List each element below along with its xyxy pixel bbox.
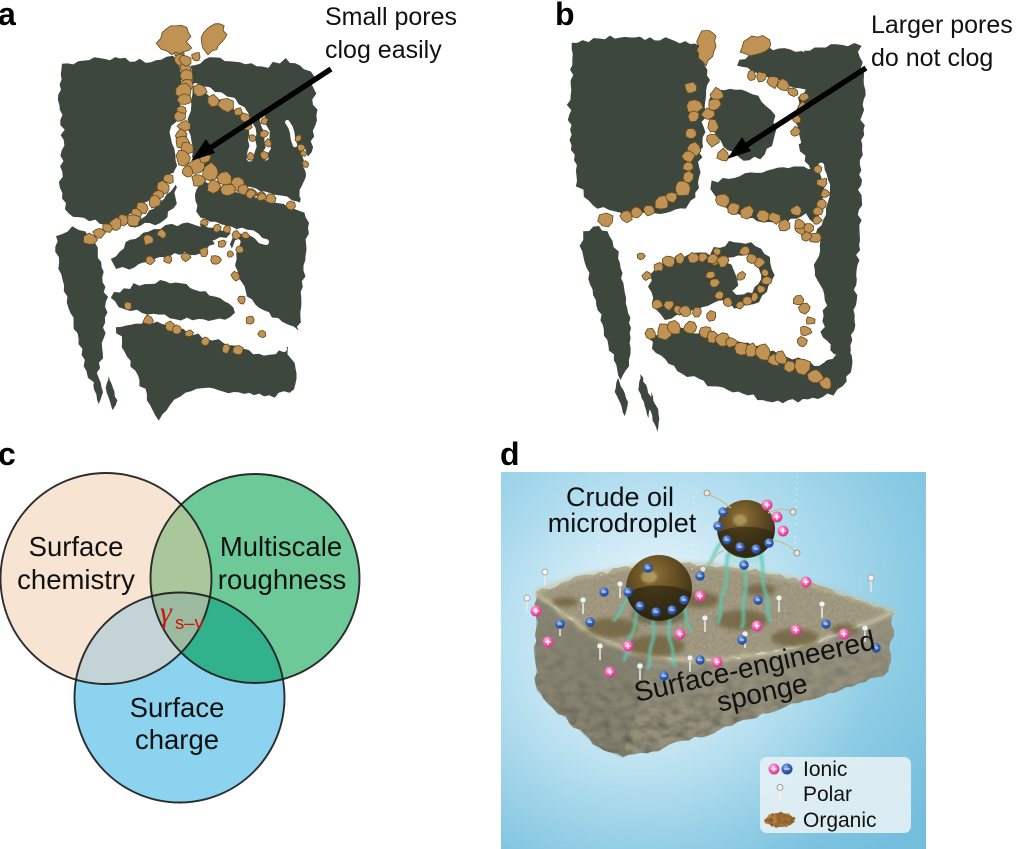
svg-text:Surface: Surface: [29, 531, 124, 562]
svg-text:a: a: [0, 0, 16, 32]
svg-text:do not clog: do not clog: [871, 44, 993, 72]
svg-text:c: c: [0, 436, 16, 472]
svg-text:Organic: Organic: [803, 809, 877, 832]
svg-text:Multiscale: Multiscale: [220, 531, 342, 562]
svg-text:Polar: Polar: [803, 783, 852, 806]
svg-text:Larger pores: Larger pores: [871, 11, 1013, 39]
svg-text:Surface: Surface: [130, 692, 225, 723]
svg-text:Ionic: Ionic: [803, 758, 847, 781]
svg-text:b: b: [555, 0, 575, 32]
svg-text:clog easily: clog easily: [325, 36, 442, 64]
svg-text:microdroplet: microdroplet: [548, 508, 697, 538]
svg-text:chemistry: chemistry: [17, 564, 135, 595]
svg-text:γ: γ: [160, 596, 173, 629]
svg-text:Crude oil: Crude oil: [566, 482, 674, 512]
svg-text:roughness: roughness: [218, 564, 346, 595]
svg-text:s–v: s–v: [175, 612, 205, 633]
svg-text:charge: charge: [135, 724, 219, 755]
svg-text:Small pores: Small pores: [325, 3, 457, 31]
svg-text:d: d: [500, 436, 520, 472]
